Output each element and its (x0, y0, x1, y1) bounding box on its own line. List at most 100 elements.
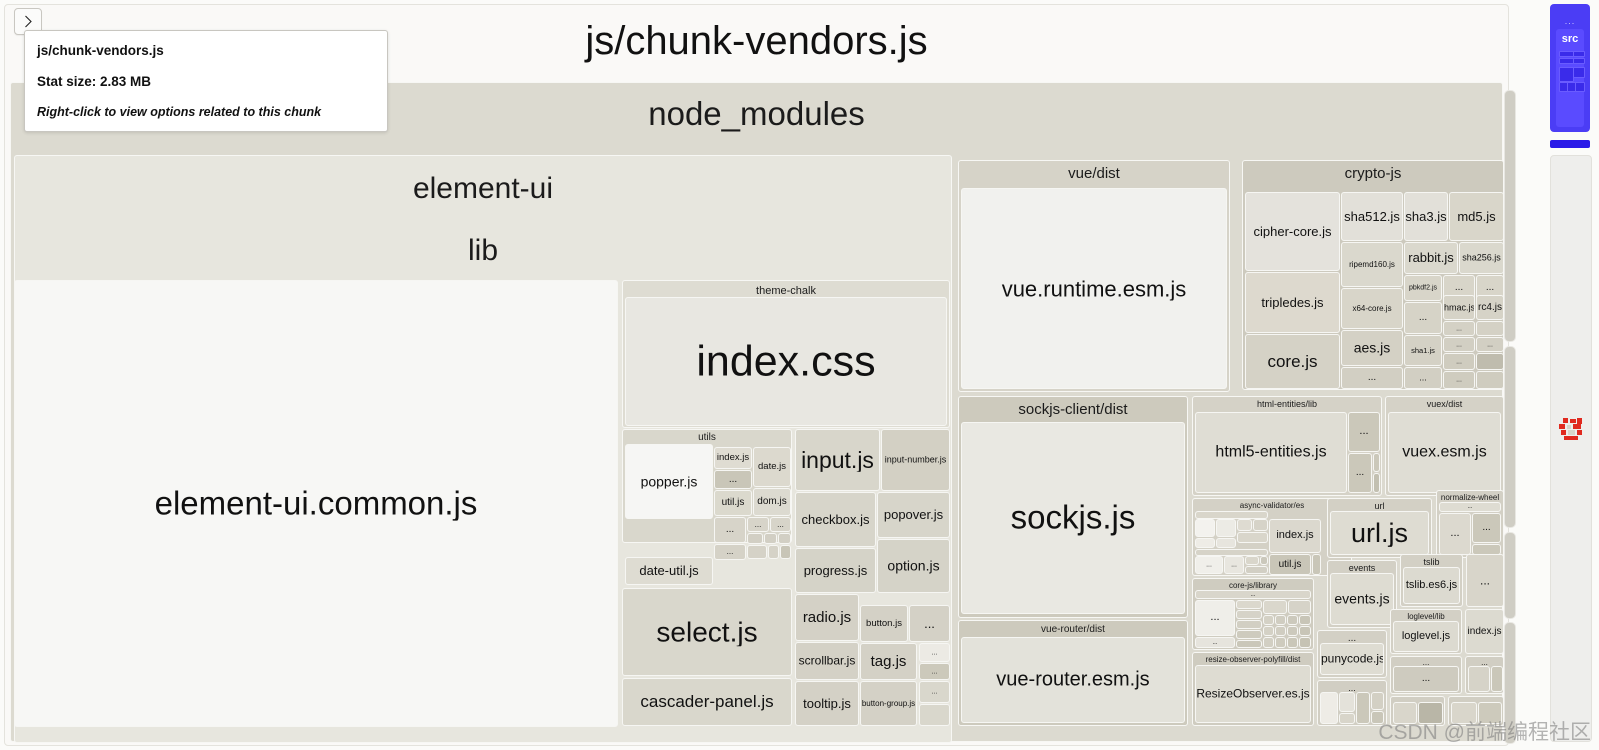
leaf-av-tile-8[interactable]: ... (1195, 556, 1223, 574)
leaf-elui-ellipsis-4[interactable]: ... (919, 681, 950, 703)
leaf-cjs-grid-1[interactable] (1263, 615, 1274, 625)
leaf-utils-ellipsis-5[interactable] (747, 533, 763, 544)
leaf-sha1-js[interactable]: sha1.js (1404, 335, 1442, 366)
leaf-av-tile-12[interactable] (1245, 566, 1268, 574)
leaf-av-tile-1[interactable] (1195, 519, 1215, 537)
leaf-utils-ellipsis-2[interactable]: ... (714, 517, 746, 543)
leaf-cascader-panel-js[interactable]: cascader-panel.js (622, 678, 792, 726)
leaf-crypto-ellipsis-9[interactable]: ... (1404, 367, 1442, 389)
leaf-loglevel-js[interactable]: loglevel.js (1393, 621, 1459, 652)
leaf-checkbox-js[interactable]: checkbox.js (795, 492, 876, 547)
leaf-tooltip-js[interactable]: tooltip.js (795, 681, 859, 726)
leaf-cjs-grid-4[interactable] (1299, 615, 1311, 625)
leaf-crypto-ellipsis-10[interactable]: ... (1443, 353, 1475, 370)
leaf-html-entities-ellipsis-2[interactable]: ... (1348, 453, 1372, 493)
leaf-async-util-js[interactable]: util.js (1269, 554, 1311, 575)
leaf-utils-ellipsis-11[interactable] (780, 545, 791, 559)
leaf-utils-util-js[interactable]: util.js (714, 490, 752, 516)
leaf-cjs-col-3[interactable] (1263, 600, 1287, 614)
leaf-utils-date-js[interactable]: date.js (753, 447, 791, 487)
leaf-av-tile-3[interactable] (1237, 519, 1252, 531)
src-tile-9[interactable] (1575, 82, 1585, 92)
leaf-scrollbar-js[interactable]: scrollbar.js (795, 642, 859, 680)
leaf-cjs-col-2d[interactable] (1236, 630, 1262, 639)
src-tile-2[interactable] (1573, 51, 1585, 57)
leaf-date-util-js[interactable]: date-util.js (625, 557, 713, 585)
leaf-vue-runtime-esm-js[interactable]: vue.runtime.esm.js (961, 188, 1227, 389)
leaf-misc-b1-2[interactable] (1339, 692, 1355, 712)
leaf-tslib-sibling-ellipsis[interactable]: ... (1466, 554, 1504, 607)
leaf-sha512-js[interactable]: sha512.js (1341, 192, 1403, 241)
leaf-misc-b3-1[interactable] (1468, 666, 1490, 692)
chunk-src-inner[interactable]: src (1556, 29, 1585, 127)
leaf-cjs-col-2c[interactable] (1236, 620, 1262, 629)
leaf-element-ui-common-js[interactable]: element-ui.common.js (14, 280, 618, 727)
leaf-rabbit-js[interactable]: rabbit.js (1404, 242, 1458, 274)
leaf-html-entities-ellipsis-3[interactable] (1373, 453, 1380, 472)
leaf-misc-b1-1[interactable] (1320, 692, 1338, 724)
leaf-av-tile-6[interactable] (1195, 538, 1215, 548)
scrollbar-thumb-4[interactable] (1504, 622, 1516, 744)
leaf-utils-ellipsis-4[interactable]: ... (770, 517, 791, 532)
leaf-crypto-ellipsis-13[interactable] (1476, 371, 1504, 389)
leaf-av-tile-9[interactable]: ... (1224, 556, 1244, 574)
leaf-av-tile-10[interactable] (1245, 556, 1259, 565)
leaf-misc-b1-5[interactable] (1371, 692, 1384, 710)
leaf-misc-b2-1[interactable]: ... (1393, 666, 1459, 692)
leaf-progress-js[interactable]: progress.js (795, 548, 876, 593)
leaf-crypto-ellipsis-4[interactable]: ... (1443, 321, 1475, 336)
leaf-elui-ellipsis-2[interactable]: ... (919, 643, 950, 662)
leaf-misc-b3-2[interactable] (1491, 666, 1503, 692)
leaf-cjs-grid-2[interactable] (1275, 615, 1286, 625)
leaf-md5-js[interactable]: md5.js (1449, 192, 1504, 241)
leaf-tripledes-js[interactable]: tripledes.js (1245, 272, 1340, 333)
leaf-cjs-grid-7[interactable] (1287, 626, 1298, 636)
scrollbar-thumb-2[interactable] (1504, 346, 1516, 528)
leaf-utils-ellipsis-10[interactable] (768, 545, 779, 559)
leaf-cjs-grid-3[interactable] (1287, 615, 1298, 625)
leaf-tag-js[interactable]: tag.js (860, 643, 917, 680)
right-rail[interactable]: ... src (1541, 0, 1599, 750)
leaf-cjs-col-2e[interactable] (1236, 640, 1262, 648)
leaf-sha3-js[interactable]: sha3.js (1404, 192, 1448, 241)
leaf-html-entities-ellipsis-4[interactable] (1373, 473, 1380, 493)
leaf-cjs-grid-6[interactable] (1275, 626, 1286, 636)
leaf-tslib-es6-js[interactable]: tslib.es6.js (1403, 567, 1460, 604)
leaf-misc-b5-2[interactable] (1478, 702, 1502, 724)
chunk-src[interactable]: ... src (1550, 4, 1590, 132)
leaf-utils-dom-js[interactable]: dom.js (753, 488, 791, 516)
leaf-sha256-js[interactable]: sha256.js (1459, 242, 1504, 274)
leaf-cjs-grid-5[interactable] (1263, 626, 1274, 636)
leaf-cjs-grid-9[interactable] (1263, 637, 1274, 648)
leaf-utils-ellipsis-3[interactable]: ... (747, 517, 769, 532)
leaf-elui-ellipsis-5[interactable] (919, 704, 950, 726)
leaf-nw-ellipsis-1[interactable]: ... (1439, 513, 1471, 555)
leaf-av-tile-5[interactable] (1237, 532, 1268, 543)
leaf-hmac-js[interactable]: hmac.js (1443, 295, 1475, 320)
leaf-cjs-col-2b[interactable] (1236, 610, 1262, 619)
leaf-misc-b1-3[interactable] (1339, 713, 1355, 724)
leaf-av-tile-4[interactable] (1253, 519, 1268, 531)
scrollbar-thumb-3[interactable] (1504, 532, 1516, 619)
leaf-utils-index-js[interactable]: index.js (714, 447, 752, 469)
leaf-cjs-big-1[interactable]: ... (1195, 600, 1235, 636)
leaf-input-number-js[interactable]: input-number.js (881, 429, 950, 491)
leaf-cjs-col-3b[interactable] (1288, 600, 1311, 614)
leaf-crypto-ellipsis-7[interactable]: ... (1476, 337, 1504, 352)
leaf-button-group-js[interactable]: button-group.js (860, 681, 917, 726)
rail-panel[interactable] (1550, 155, 1592, 742)
leaf-pbkdf2-js[interactable]: pbkdf2.js (1404, 275, 1442, 301)
leaf-misc-b4-2[interactable] (1418, 702, 1443, 724)
leaf-x64-core-js[interactable]: x64-core.js (1341, 288, 1403, 329)
leaf-events-js[interactable]: events.js (1330, 573, 1394, 625)
leaf-select-js[interactable]: select.js (622, 588, 792, 676)
leaf-av-ellipsis-mid[interactable] (1195, 549, 1268, 556)
leaf-resize-observer-es-js[interactable]: ResizeObserver.es.js (1195, 665, 1311, 723)
src-tile-6[interactable] (1573, 67, 1585, 78)
leaf-url-js[interactable]: url.js (1330, 511, 1429, 555)
leaf-index-css[interactable]: index.css (625, 297, 947, 426)
leaf-cjs-grid-8[interactable] (1299, 626, 1311, 636)
leaf-popper-js[interactable]: popper.js (625, 444, 713, 519)
leaf-utils-ellipsis-9[interactable] (747, 545, 767, 559)
